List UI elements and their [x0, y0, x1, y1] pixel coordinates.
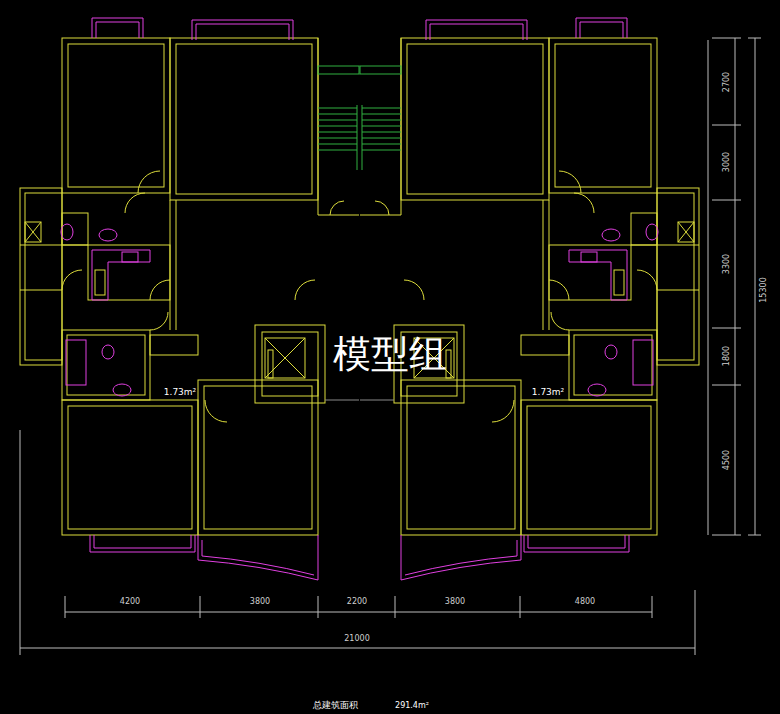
watermark: 模型组 — [333, 334, 447, 376]
caption-text: 总建筑面积 — [313, 701, 358, 711]
dimension: 15300 — [760, 277, 769, 302]
dimension: 1800 — [723, 346, 732, 366]
area-label: 1.73m² — [164, 388, 196, 398]
dimension: 21000 — [344, 635, 369, 644]
dimension: 3000 — [723, 152, 732, 172]
dimension: 3800 — [445, 598, 465, 607]
area-total: 291.4m² — [395, 702, 429, 711]
dimension: 3300 — [723, 254, 732, 274]
area-label: 1.73m² — [532, 388, 564, 398]
dimension: 4500 — [723, 450, 732, 470]
dimension: 3800 — [250, 598, 270, 607]
dimension: 4800 — [575, 598, 595, 607]
dimension: 2700 — [723, 72, 732, 92]
dimension: 2200 — [347, 598, 367, 607]
dimension: 4200 — [120, 598, 140, 607]
